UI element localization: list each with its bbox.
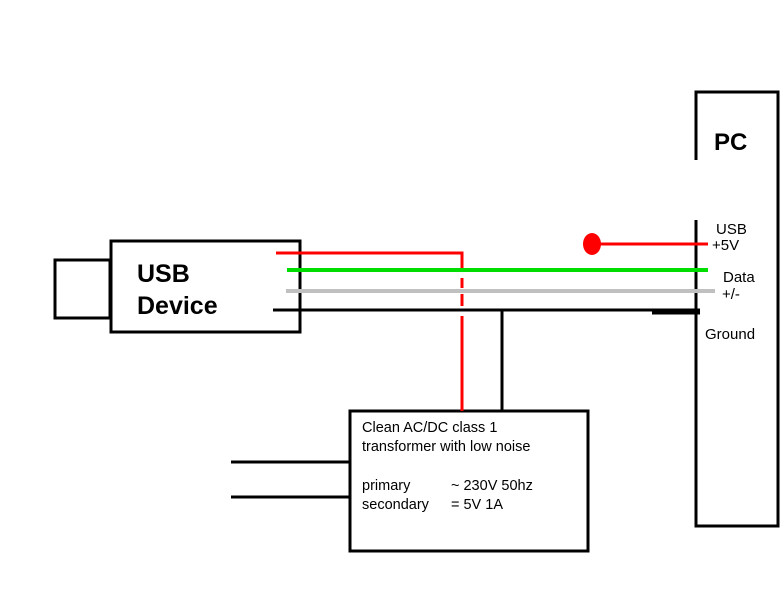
transformer-title-line2: transformer with low noise xyxy=(362,439,531,455)
pc-box xyxy=(694,90,780,528)
pc-usb-label: USB xyxy=(716,221,747,238)
transformer-secondary-value: = 5V 1A xyxy=(451,497,503,513)
usb-device-box xyxy=(109,239,302,334)
pc-5v-label: +5V xyxy=(712,237,740,254)
usb-plug xyxy=(53,258,112,320)
vcc-wire xyxy=(276,251,464,272)
transformer-title-line1: Clean AC/DC class 1 xyxy=(362,420,498,436)
pc-vcc-wire-cut-end xyxy=(583,233,601,255)
transformer-primary-label: primary xyxy=(362,478,411,494)
usb-device-label-line2: Device xyxy=(137,292,218,320)
pc-data-label: Data xyxy=(723,269,755,286)
pc-ground-label: Ground xyxy=(705,326,756,343)
transformer-secondary-label: secondary xyxy=(362,497,429,513)
usb-device-label: USB Device xyxy=(137,258,218,322)
transformer-primary-value: ~ 230V 50hz xyxy=(451,478,533,494)
pc-data-pm-label: +/- xyxy=(722,286,740,303)
usb-device-label-line1: USB xyxy=(137,260,190,288)
transformer-box xyxy=(348,409,590,553)
pc-label: PC xyxy=(714,129,748,156)
